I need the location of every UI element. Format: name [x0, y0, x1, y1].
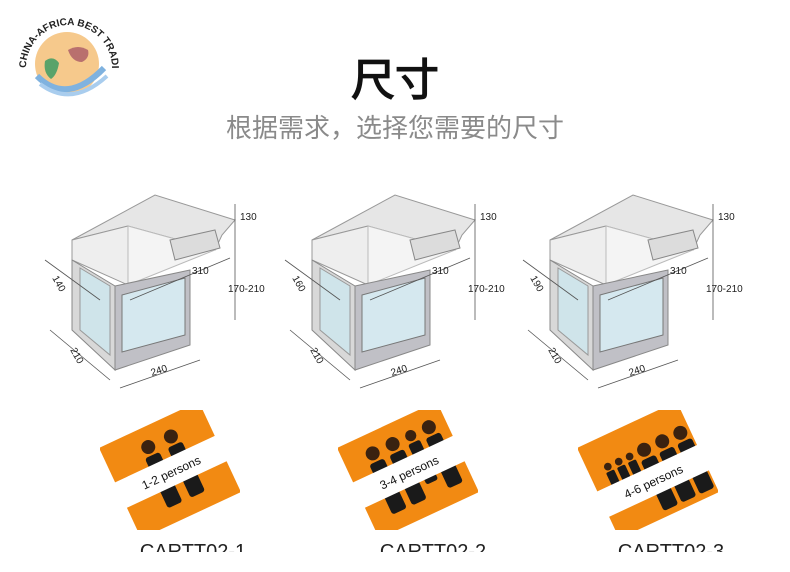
dim-awning: 160: [289, 274, 307, 294]
dim-roof-height: 130: [240, 212, 257, 223]
capacity-badge: 4-6 persons: [577, 401, 719, 539]
dim-width: 240: [628, 363, 648, 379]
tent-diagram: 130 310 170-210 190 210 240: [518, 190, 758, 390]
dim-depth: 210: [67, 346, 85, 366]
tent-diagram: 130 310 170-210 140 210 240: [40, 190, 280, 390]
dim-width: 240: [150, 363, 170, 379]
page-subtitle: 根据需求，选择您需要的尺寸: [225, 114, 564, 144]
dim-roof-height: 130: [718, 212, 735, 223]
dim-awning: 140: [49, 274, 67, 294]
dim-awning: 190: [527, 274, 545, 294]
capacity-badge: 1-2 persons: [99, 401, 241, 539]
page-title: 尺寸: [351, 55, 439, 106]
tent-diagram: 130 310 170-210 160 210 240: [280, 190, 520, 390]
dim-depth: 210: [307, 346, 325, 366]
model-name: CARTT02-1: [139, 541, 247, 552]
dim-height: 170-210: [228, 284, 265, 295]
model-name: CARTT02-3: [617, 541, 725, 552]
dim-depth: 210: [545, 346, 563, 366]
logo: CHINA-AFRICA BEST TRADING PLATFORM: [8, 0, 122, 106]
dim-length-top: 310: [432, 266, 449, 277]
dim-height: 170-210: [468, 284, 505, 295]
dim-width: 240: [390, 363, 410, 379]
dim-height: 170-210: [706, 284, 743, 295]
dim-length-top: 310: [192, 266, 209, 277]
capacity-badge: 3-4 persons: [337, 401, 479, 539]
dim-roof-height: 130: [480, 212, 497, 223]
dim-length-top: 310: [670, 266, 687, 277]
model-name: CARTT02-2: [379, 541, 487, 552]
